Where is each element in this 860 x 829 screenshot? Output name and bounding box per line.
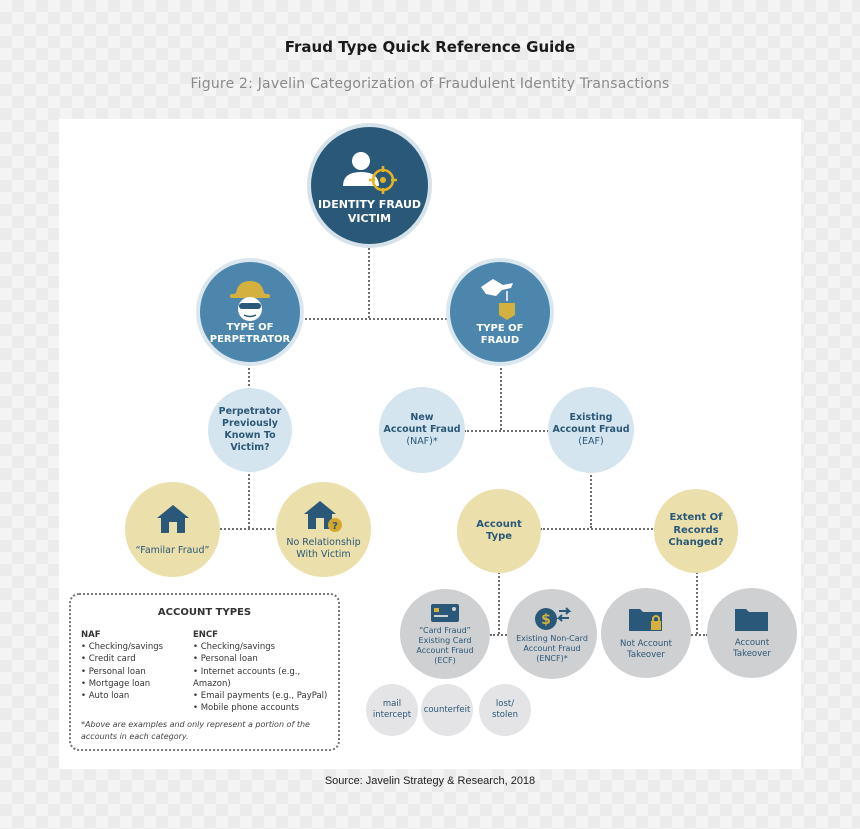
connector — [500, 360, 502, 430]
node-label: Extent Of Records Changed? — [668, 512, 724, 549]
existing-non-card-fraud-node: $ Existing Non-Card Account Fraud (ENCF)… — [507, 589, 597, 679]
counterfeit-node: counterfeit — [421, 684, 473, 736]
familiar-fraud-node: “Familar Fraud” — [125, 482, 220, 577]
svg-text:$: $ — [541, 612, 551, 628]
existing-account-fraud-node: Existing Account Fraud (EAF) — [548, 387, 634, 473]
node-label: Perpetrator Previously Known To Victim? — [218, 406, 282, 453]
folder-icon — [735, 609, 768, 632]
node-label: Account Takeover — [733, 638, 771, 659]
type-of-fraud-node: TYPE OF FRAUD — [450, 262, 550, 362]
folder-lock-icon — [629, 609, 662, 632]
mail-intercept-node: mail intercept — [366, 684, 418, 736]
person-target-icon — [342, 151, 397, 194]
node-label: “Familar Fraud” — [135, 544, 210, 556]
node-label: Not Account Takeover — [620, 639, 672, 660]
list-item: Email payments (e.g., PayPal) — [193, 690, 338, 702]
account-types-title: ACCOUNT TYPES — [157, 607, 252, 618]
node-label: IDENTITY FRAUD VICTIM — [317, 197, 422, 225]
node-label: New Account Fraud — [383, 412, 461, 436]
node-label: Existing Non-Card Account Fraud (ENCF)* — [516, 633, 588, 663]
list-item: Auto loan — [81, 690, 163, 702]
connector — [368, 240, 370, 318]
node-label: mail intercept — [372, 699, 412, 720]
figure-subtitle: Figure 2: Javelin Categorization of Frau… — [190, 76, 670, 92]
list-item: Mortgage loan — [81, 678, 163, 690]
account-types-box: ACCOUNT TYPES NAF Checking/savings Credi… — [69, 593, 340, 751]
connector — [590, 468, 592, 528]
no-relationship-node: ? No Relationship With Victim — [276, 482, 371, 577]
hand-dropping-coin-icon — [481, 278, 515, 320]
house-icon — [156, 504, 189, 533]
node-abbr: (NAF)* — [406, 435, 438, 447]
connector — [696, 572, 698, 634]
not-account-takeover-node: Not Account Takeover — [601, 588, 691, 678]
extent-of-records-node: Extent Of Records Changed? — [654, 489, 738, 573]
connector — [220, 528, 278, 530]
encf-account-list: ENCF Checking/savings Personal loan Inte… — [193, 629, 338, 714]
credit-card-icon — [431, 603, 459, 622]
page-title: Fraud Type Quick Reference Guide — [284, 38, 576, 56]
identity-fraud-victim-node: IDENTITY FRAUD VICTIM — [311, 127, 428, 244]
list-item: Credit card — [81, 653, 163, 665]
node-label: No Relationship With Victim — [286, 536, 361, 560]
node-abbr: (EAF) — [578, 435, 604, 447]
connector — [464, 430, 552, 432]
node-label: counterfeit — [423, 704, 471, 715]
house-question-icon: ? — [303, 500, 342, 532]
dollar-transfer-icon: $ — [535, 606, 572, 630]
list-item: Personal loan — [193, 653, 338, 665]
node-label: TYPE OF FRAUD — [476, 322, 524, 347]
node-label: Existing Account Fraud — [552, 412, 630, 436]
new-account-fraud-node: New Account Fraud (NAF)* — [379, 387, 465, 473]
type-of-perpetrator-node: TYPE OF PERPETRATOR — [200, 262, 300, 362]
node-label: Account Type — [476, 518, 522, 543]
encf-heading: ENCF — [193, 630, 218, 640]
source-caption: Source: Javelin Strategy & Research, 201… — [324, 775, 536, 787]
list-item: Internet accounts (e.g., Amazon) — [193, 666, 338, 690]
lost-stolen-node: lost/ stolen — [479, 684, 531, 736]
account-type-node: Account Type — [457, 489, 541, 573]
naf-account-list: NAF Checking/savings Credit card Persona… — [81, 629, 163, 702]
node-label: TYPE OF PERPETRATOR — [209, 321, 291, 346]
connector — [490, 634, 510, 636]
list-item: Checking/savings — [193, 641, 338, 653]
list-item: Personal loan — [81, 666, 163, 678]
connector — [688, 634, 708, 636]
naf-heading: NAF — [81, 630, 101, 640]
list-item: Mobile phone accounts — [193, 702, 338, 714]
node-label: “Card Fraud” Existing Card Account Fraud… — [416, 625, 474, 665]
connector — [498, 572, 500, 634]
perpetrator-previously-known-node: Perpetrator Previously Known To Victim? — [208, 388, 292, 472]
node-label: lost/ stolen — [492, 699, 518, 720]
account-takeover-node: Account Takeover — [707, 588, 797, 678]
connector — [248, 360, 250, 390]
svg-text:?: ? — [332, 521, 338, 532]
card-fraud-node: “Card Fraud” Existing Card Account Fraud… — [400, 589, 490, 679]
account-types-footnote: *Above are examples and only represent a… — [81, 720, 310, 741]
masked-person-hat-icon — [230, 280, 270, 321]
connector — [298, 318, 450, 320]
connector — [248, 466, 250, 528]
connector — [540, 528, 656, 530]
list-item: Checking/savings — [81, 641, 163, 653]
